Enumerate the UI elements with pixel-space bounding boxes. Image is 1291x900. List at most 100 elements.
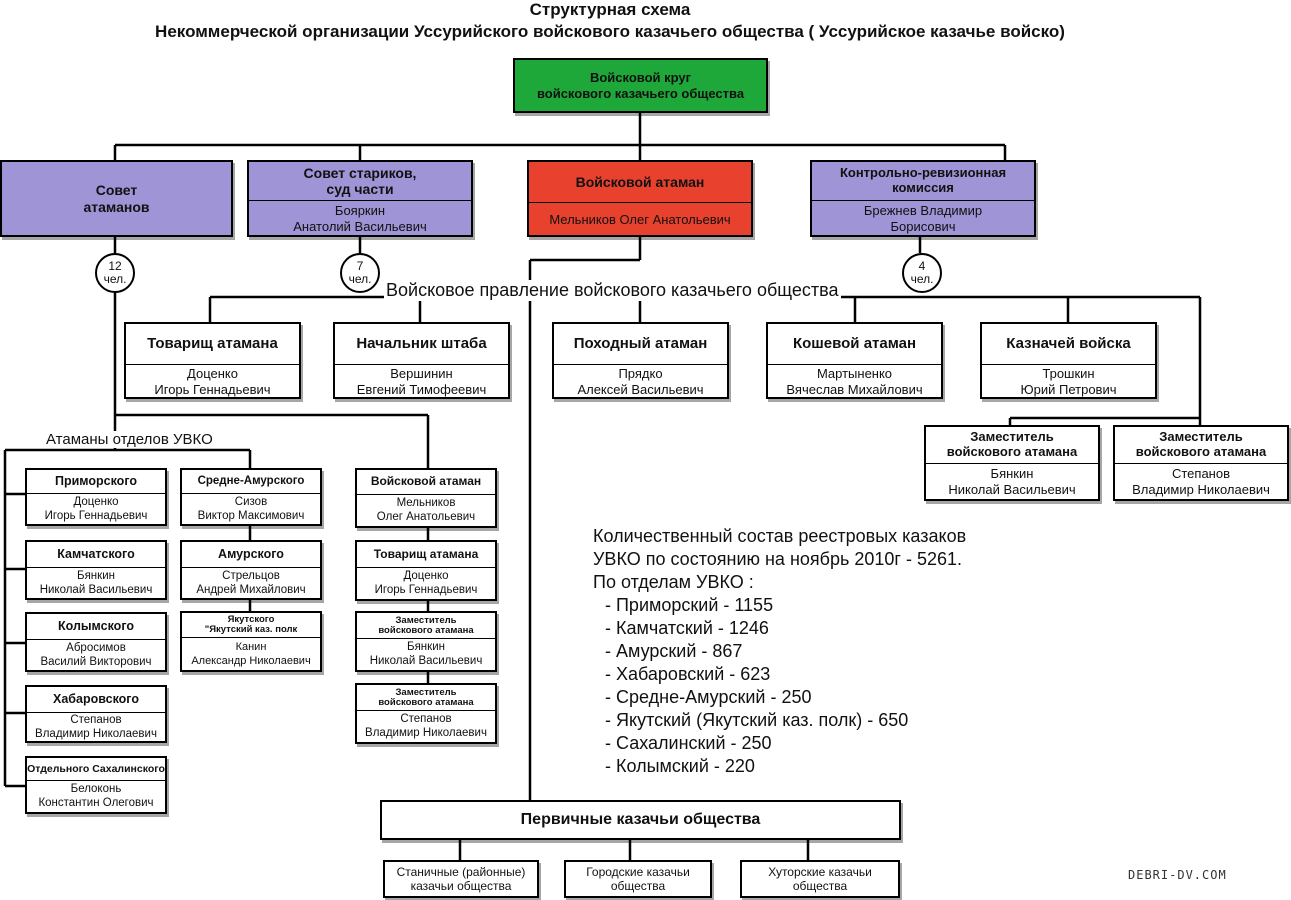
zam-box: Заместитель войскового атамана Бянкин Ни… [924, 425, 1100, 501]
pravlenie-name2: Евгений Тимофеевич [356, 381, 487, 397]
stats-line3: По отделам УВКО : [593, 572, 754, 592]
otdel-name2: Владимир Николаевич [365, 727, 487, 739]
stats-item: - Сахалинский - 250 [605, 733, 772, 753]
otdel-box: Камчатского Бянкин Николай Васильевич [25, 540, 167, 600]
otdel-name2: Константин Олегович [38, 797, 154, 809]
voiskovoy-krug-box: Войсковой круг войскового казачьего обще… [513, 58, 768, 113]
otdel-box: Приморского Доценко Игорь Геннадьевич [25, 468, 167, 526]
stats-line1: Количественный состав реестровых казаков [593, 526, 967, 546]
stats-item: - Якутский (Якутский каз. полк) - 650 [605, 710, 909, 730]
krug-line1: Войсковой круг [589, 69, 692, 85]
otdel-name1: Бянкин [407, 641, 445, 654]
pravlenie-title: Товарищ атамана [147, 335, 278, 353]
otdel-name1: Мельников [396, 497, 456, 510]
pravlenie-box: Товарищ атамана Доценко Игорь Геннадьеви… [124, 322, 301, 399]
otdel-name1: Доценко [403, 570, 449, 583]
kontrol-komissiya-box: Контрольно-ревизионная комиссия Брежнев … [810, 160, 1036, 237]
otdel-name2: Андрей Михайлович [196, 583, 306, 596]
otdel-title1: Заместитель [395, 614, 457, 626]
pravlenie-name2: Юрий Петрович [1020, 381, 1117, 397]
pervichnye-item-line1: Хуторские казачьи [768, 864, 872, 879]
chart-title: Структурная схема [529, 0, 691, 19]
sovet-starikov-title1: Совет стариков, [303, 164, 417, 181]
voiskovoy-ataman-box: Войсковой атаман Мельников Олег Анатолье… [527, 160, 753, 237]
stats-item: - Колымский - 220 [605, 756, 755, 776]
kontrol-name2: Борисович [890, 218, 956, 234]
otdel-box: Амурского Стрельцов Андрей Михайлович [180, 540, 322, 600]
pervichnye-item-box: Хуторские казачьи общества [740, 860, 900, 898]
sovet-starikov-name2: Анатолий Васильевич [293, 218, 427, 234]
pravlenie-title: Казначей войска [1006, 335, 1131, 353]
zam-title1: Заместитель [970, 429, 1054, 445]
stats-item: - Камчатский - 1246 [605, 618, 769, 638]
otdel-name2: Владимир Николаевич [35, 727, 157, 740]
pervichnye-item-line1: Городские казачьи [586, 864, 690, 879]
otdel-name2: Николай Васильевич [369, 655, 483, 667]
otdel-name2: Игорь Геннадьевич [44, 509, 148, 522]
kontrol-name1: Брежнев Владимир [863, 202, 983, 218]
krug-line2: войскового казачьего общества [536, 85, 745, 101]
voiskovoy-ataman-name: Мельников Олег Анатольевич [549, 211, 731, 227]
otdel-title1: Якутского [227, 614, 275, 626]
otdel-title: Товарищ атамана [373, 546, 479, 561]
otdel-title: Приморского [54, 474, 137, 489]
otdel-name2: Александр Николаевич [191, 654, 311, 667]
pervichnye-item-box: Городские казачьи общества [564, 860, 712, 898]
otdel-title1: Заместитель [395, 686, 457, 698]
otdel-name2: Виктор Максимович [197, 509, 305, 522]
otdel-name1: Степанов [400, 713, 452, 726]
otdel-title2: войскового атамана [378, 624, 474, 636]
otdel-name1: Степанов [70, 713, 122, 726]
otdel-box: Войсковой атаман Мельников Олег Анатолье… [355, 468, 497, 528]
otdel-title2: "Якутский каз. полк [204, 624, 298, 635]
otdel-title2: войскового атамана [378, 696, 474, 708]
sovet-starikov-title2: суд части [326, 181, 394, 197]
otdel-box: Колымского Абросимов Василий Викторович [25, 612, 167, 672]
voiskovoy-ataman-title: Войсковой атаман [575, 173, 705, 190]
pervichnye-box: Первичные казачьи общества [380, 800, 901, 840]
otdel-title: Колымского [57, 619, 134, 634]
circle-unit: чел. [348, 272, 372, 286]
member-count-circle: 4 чел. [902, 253, 942, 293]
member-count-circle: 12 чел. [95, 253, 135, 293]
sovet-starikov-box: Совет стариков, суд части Бояркин Анатол… [247, 160, 473, 237]
otdel-title: Средне-Амурского [197, 474, 305, 487]
pravlenie-label: Войсковое правление войскового казачьего… [384, 280, 841, 301]
sovet-atamanov-line2: атаманов [83, 198, 150, 215]
pravlenie-name2: Алексей Васильевич [577, 381, 704, 397]
otdel-name1: Бянкин [77, 569, 115, 582]
zam-name2: Николай Васильевич [948, 482, 1076, 497]
otdel-title: Хабаровского [53, 692, 139, 707]
otdel-name1: Канин [235, 641, 267, 654]
zam-title2: войскового атамана [946, 444, 1078, 459]
otdel-name2: Игорь Геннадьевич [374, 584, 478, 596]
otdel-box: Заместитель войскового атамана Степанов … [355, 683, 497, 744]
otdel-box: Якутского "Якутский каз. полк Канин Алек… [180, 611, 322, 672]
pravlenie-name2: Вячеслав Михайлович [786, 381, 923, 397]
circle-num: 12 [108, 258, 122, 273]
pravlenie-box: Начальник штаба Вершинин Евгений Тимофее… [333, 322, 510, 399]
pravlenie-name1: Доценко [187, 365, 238, 381]
stats-item: - Приморский - 1155 [605, 595, 774, 615]
otdel-name1: Белоконь [70, 783, 122, 796]
zam-title2: войскового атамана [1135, 444, 1267, 459]
kontrol-title2: комиссия [892, 180, 954, 195]
sovet-starikov-name1: Бояркин [334, 202, 386, 218]
stats-block: Количественный состав реестровых казаков… [593, 525, 966, 778]
otdel-box: Отдельного Сахалинского Белоконь Констан… [25, 756, 167, 814]
otdel-box: Средне-Амурского Сизов Виктор Максимович [180, 468, 322, 526]
chart-subtitle: Некоммерческой организации Уссурийского … [155, 22, 1065, 41]
pravlenie-title: Кошевой атаман [792, 335, 917, 353]
sovet-atamanov-box: Совет атаманов [0, 160, 233, 237]
zam-name1: Бянкин [990, 466, 1034, 482]
circle-num: 4 [918, 258, 926, 273]
kontrol-title1: Контрольно-ревизионная [839, 165, 1007, 181]
otdel-title: Отдельного Сахалинского [27, 762, 165, 775]
pravlenie-name2: Игорь Геннадьевич [154, 381, 271, 397]
circle-num: 7 [356, 258, 364, 273]
pravlenie-box: Кошевой атаман Мартыненко Вячеслав Михай… [766, 322, 943, 399]
pravlenie-name1: Трошкин [1042, 365, 1095, 381]
pervichnye-title: Первичные казачьи общества [520, 811, 761, 829]
otdel-name1: Доценко [73, 495, 119, 508]
pervichnye-item-box: Станичные (районные) казачьи общества [383, 860, 539, 898]
